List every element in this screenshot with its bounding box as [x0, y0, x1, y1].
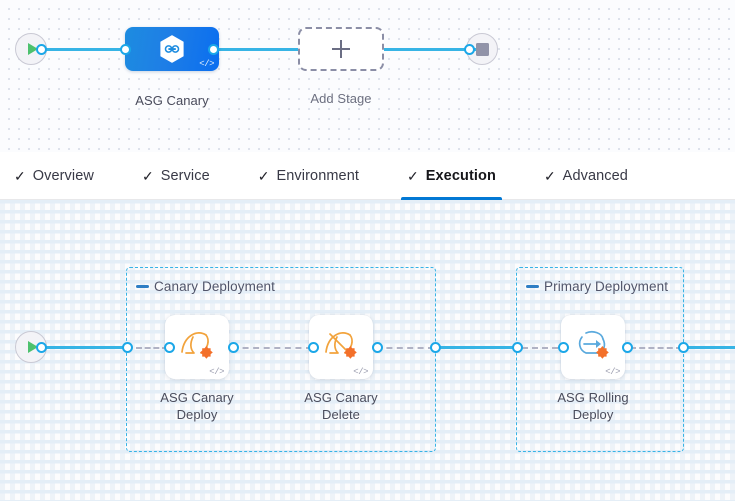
check-icon: ✓: [257, 167, 270, 184]
exec-connector-dot-start[interactable]: [36, 342, 47, 353]
exec-link-deploy-to-delete: [232, 347, 312, 349]
step-group-title: Canary Deployment: [154, 279, 276, 294]
check-icon: ✓: [14, 167, 26, 184]
tab-environment[interactable]: ✓ Environment: [258, 152, 359, 200]
play-icon: [27, 341, 38, 353]
stage-card-asg-canary[interactable]: </>: [125, 27, 219, 71]
step-code-badge: </>: [209, 367, 224, 377]
pipeline-start-node[interactable]: [15, 33, 47, 65]
exec-connector-dot-deploy-in[interactable]: [164, 342, 175, 353]
exec-connector-dot-rolling-out[interactable]: [622, 342, 633, 353]
harness-hexagon-icon: [160, 35, 184, 63]
stage-graph-canvas[interactable]: </> ASG Canary Add Stage: [0, 0, 735, 152]
stage-connector-dot-end[interactable]: [464, 44, 475, 55]
tab-service[interactable]: ✓ Service: [142, 152, 210, 200]
step-code-badge: </>: [353, 367, 368, 377]
tab-label: Advanced: [562, 167, 628, 184]
execution-graph-canvas[interactable]: Canary Deployment Primary Deployment: [0, 200, 735, 501]
step-card-asg-rolling-deploy[interactable]: </>: [561, 315, 625, 379]
check-icon: ✓: [543, 167, 556, 184]
exec-link-group1-exit: [376, 347, 434, 349]
asg-canary-deploy-icon: [181, 332, 213, 360]
exec-connector-dot-group1-left[interactable]: [122, 342, 133, 353]
exec-link-group2-exit: [630, 347, 682, 349]
play-icon: [27, 43, 38, 55]
step-group-title: Primary Deployment: [544, 279, 669, 294]
check-icon: ✓: [141, 167, 154, 184]
stage-connector-dot-start[interactable]: [36, 44, 47, 55]
stage-link-add-to-end: [372, 48, 476, 51]
exec-link-group2-entry: [522, 347, 558, 349]
tab-label: Environment: [276, 167, 359, 184]
stage-connector-dot-canary-out[interactable]: [208, 44, 219, 55]
check-icon: ✓: [407, 167, 419, 184]
step-group-canary-deployment[interactable]: [126, 267, 436, 452]
tab-label: Execution: [425, 167, 496, 184]
add-stage-button[interactable]: [298, 27, 384, 71]
step-code-badge: </>: [605, 367, 620, 377]
exec-link-group1-to-group2: [434, 346, 520, 349]
exec-connector-dot-delete-in[interactable]: [308, 342, 319, 353]
exec-connector-dot-delete-out[interactable]: [372, 342, 383, 353]
step-group-header-primary-deployment[interactable]: Primary Deployment: [526, 279, 668, 294]
asg-canary-delete-icon: [325, 332, 357, 360]
exec-link-start-to-group1: [40, 346, 130, 349]
add-stage-label: Add Stage: [310, 91, 372, 106]
exec-connector-dot-rolling-in[interactable]: [558, 342, 569, 353]
stage-label-asg-canary: ASG Canary: [135, 93, 209, 108]
stage-config-tabs: ✓ Overview ✓ Service ✓ Environment ✓ Exe…: [0, 152, 735, 200]
tab-overview[interactable]: ✓ Overview: [14, 152, 94, 200]
exec-connector-dot-group2-right[interactable]: [678, 342, 689, 353]
stage-code-badge: </>: [199, 59, 214, 69]
step-card-asg-canary-delete[interactable]: </>: [309, 315, 373, 379]
exec-connector-dot-deploy-out[interactable]: [228, 342, 239, 353]
step-card-asg-canary-deploy[interactable]: </>: [165, 315, 229, 379]
stage-connector-dot-canary-in[interactable]: [120, 44, 131, 55]
collapse-dash-icon[interactable]: [136, 285, 149, 288]
tab-advanced[interactable]: ✓ Advanced: [544, 152, 628, 200]
exec-connector-dot-group2-left[interactable]: [512, 342, 523, 353]
stop-icon: [475, 42, 489, 56]
exec-link-group2-to-next: [682, 346, 735, 349]
collapse-dash-icon[interactable]: [526, 285, 539, 288]
stage-link-canary-to-add: [212, 48, 308, 51]
plus-icon: [332, 40, 350, 58]
tab-label: Service: [160, 167, 210, 184]
tab-label: Overview: [32, 167, 94, 184]
stage-link-start-to-canary: [40, 48, 136, 51]
exec-connector-dot-group1-right[interactable]: [430, 342, 441, 353]
step-group-header-canary-deployment[interactable]: Canary Deployment: [136, 279, 275, 294]
step-group-primary-deployment[interactable]: [516, 267, 684, 452]
exec-link-group1-entry: [136, 347, 168, 349]
asg-rolling-deploy-icon: [578, 331, 609, 360]
tab-execution[interactable]: ✓ Execution: [401, 152, 502, 200]
